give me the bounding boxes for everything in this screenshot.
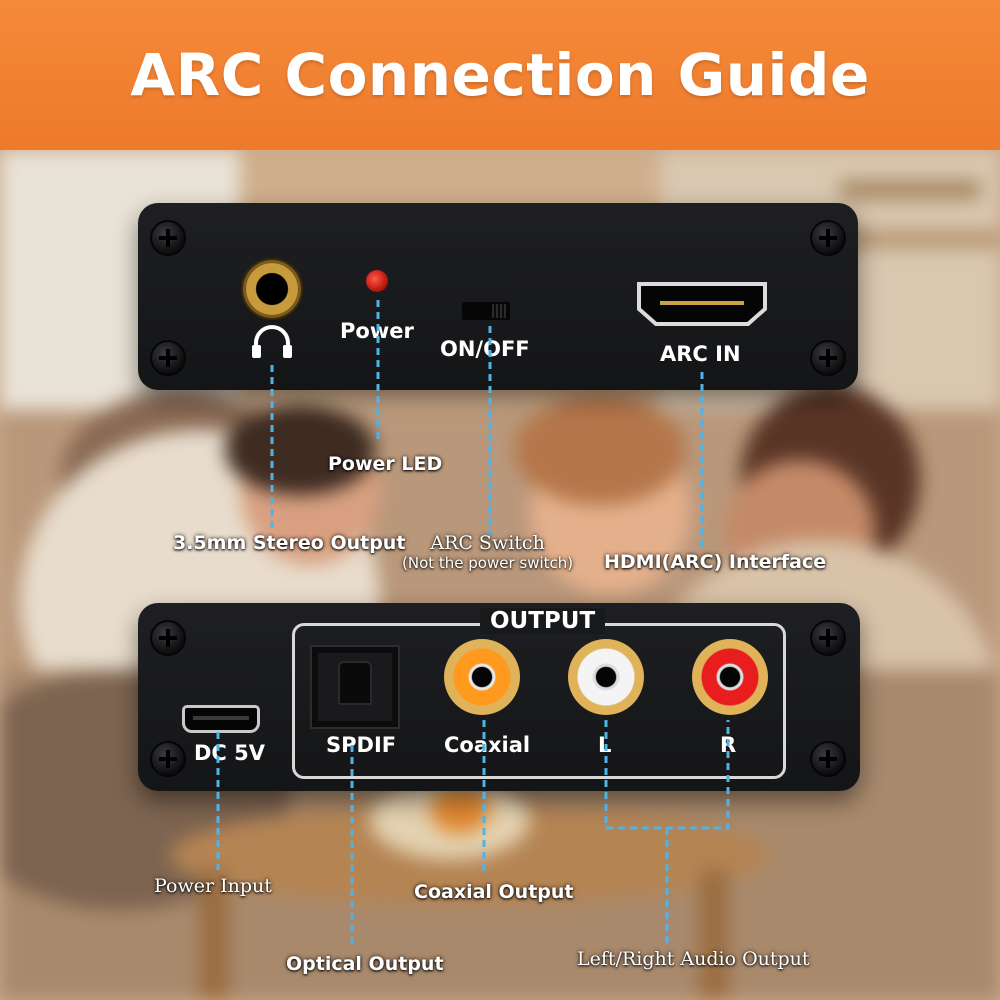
callout-arc-switch-note: (Not the power switch) <box>402 554 574 572</box>
headphone-jack-port[interactable] <box>243 260 301 318</box>
switch-label: ON/OFF <box>440 337 530 361</box>
callout-optical-output: Optical Output <box>286 953 444 975</box>
screw-icon <box>150 220 186 256</box>
screw-icon <box>150 741 186 777</box>
hdmi-port-icon[interactable] <box>636 281 768 327</box>
screw-icon <box>150 620 186 656</box>
screw-icon <box>150 340 186 376</box>
arc-switch-toggle[interactable] <box>462 302 510 320</box>
screw-icon <box>810 220 846 256</box>
left-rca-port-icon[interactable] <box>568 639 644 715</box>
callout-lr-output: Left/Right Audio Output <box>577 948 810 970</box>
arc-device-top-panel: Power ON/OFF ARC IN <box>138 203 858 390</box>
dc-5v-label: DC 5V <box>194 741 266 765</box>
screw-icon <box>810 620 846 656</box>
output-title: OUTPUT <box>480 608 606 634</box>
screw-icon <box>810 340 846 376</box>
callout-power-led: Power LED <box>328 453 443 475</box>
callout-power-input: Power Input <box>154 875 272 897</box>
power-led-icon <box>366 270 388 292</box>
right-label: R <box>720 733 737 757</box>
callout-stereo-output: 3.5mm Stereo Output <box>173 532 406 554</box>
screw-icon <box>810 741 846 777</box>
spdif-label: SPDIF <box>326 733 397 757</box>
right-rca-port-icon[interactable] <box>692 639 768 715</box>
callout-hdmi-interface: HDMI(ARC) Interface <box>604 551 827 573</box>
micro-usb-port-icon[interactable] <box>182 705 260 733</box>
header-banner: ARC Connection Guide <box>0 0 1000 150</box>
arc-in-label: ARC IN <box>660 342 741 366</box>
coaxial-label: Coaxial <box>444 733 531 757</box>
callout-arc-switch-title: ARC Switch <box>430 532 545 554</box>
callout-coaxial-output: Coaxial Output <box>414 881 574 903</box>
coaxial-rca-port-icon[interactable] <box>444 639 520 715</box>
left-label: L <box>598 733 612 757</box>
arc-device-bottom-panel: DC 5V OUTPUT SPDIF Coaxial L R <box>138 603 860 791</box>
callout-arc-switch: ARC Switch (Not the power switch) <box>402 532 573 572</box>
page-title: ARC Connection Guide <box>130 41 870 109</box>
headphone-icon <box>252 325 292 358</box>
power-label: Power <box>340 319 414 343</box>
optical-port-icon[interactable] <box>310 645 400 729</box>
